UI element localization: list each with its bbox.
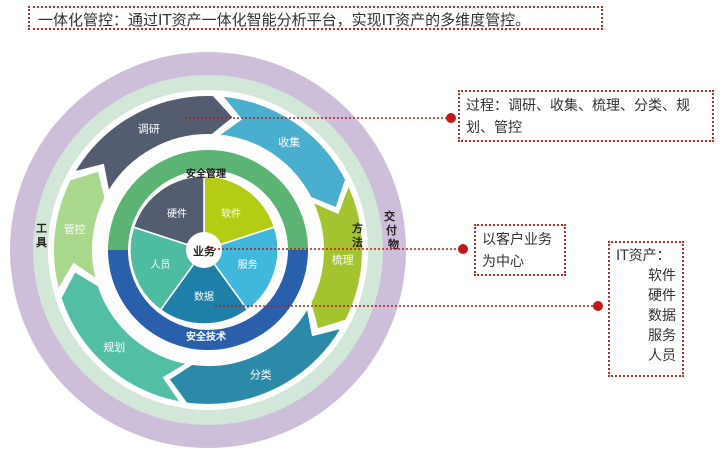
- customer-center-callout: 以客户业务为中心: [474, 224, 566, 276]
- process-step-label: 规划: [103, 340, 125, 354]
- it-assets-callout: IT资产： 软件 硬件 数据 服务 人员: [608, 241, 684, 377]
- asset-slice: [159, 248, 249, 325]
- title-callout: 一体化管控：通过IT资产一体化智能分析平台，实现IT资产的多维度管控。: [28, 6, 603, 30]
- center-circle: [186, 232, 222, 268]
- asset-item-hardware: 硬件: [648, 288, 676, 304]
- asset-item-people: 人员: [648, 348, 676, 364]
- deliverables-char1: 交: [384, 209, 395, 223]
- asset-slice-label: 服务: [238, 258, 258, 271]
- asset-slice-label: 数据: [194, 290, 214, 303]
- assets-heading: IT资产：: [616, 248, 671, 264]
- asset-item-data: 数据: [648, 308, 676, 324]
- process-step-label: 梳理: [332, 252, 354, 266]
- customer-center-text: 以客户业务为中心: [482, 232, 552, 270]
- asset-slice: [129, 226, 206, 311]
- center-label: 业务: [193, 244, 216, 258]
- asset-slice: [132, 175, 205, 252]
- tools-label-char1: 工: [36, 222, 47, 235]
- page-title: 一体化管控：通过IT资产一体化智能分析平台，实现IT资产的多维度管控。: [38, 11, 531, 29]
- process-step-label: 收集: [278, 135, 300, 149]
- security-management-band: [108, 150, 308, 250]
- asset-slice-label: 硬件: [167, 208, 187, 220]
- asset-slice-label: 软件: [221, 207, 241, 220]
- process-step-arrow: [52, 169, 107, 293]
- process-step-label: 调研: [138, 123, 160, 136]
- process-step-arrow: [167, 304, 345, 407]
- assets-connector-dot: [593, 301, 603, 311]
- deliverables-char3: 物: [388, 237, 399, 251]
- process-step-arrow: [59, 269, 191, 404]
- deliverables-char2: 付: [386, 223, 397, 237]
- asset-item-service: 服务: [648, 328, 676, 344]
- center-connector-dot: [458, 244, 468, 254]
- process-connector-dot: [446, 113, 456, 123]
- method-char2: 法: [352, 235, 363, 249]
- asset-slice-label: 人员: [150, 259, 170, 271]
- process-step-label: 管控: [64, 222, 86, 236]
- process-callout: 过程：调研、收集、梳理、分类、规划、管控: [458, 90, 714, 142]
- security-management-label: 安全管理: [186, 167, 226, 180]
- process-step-label: 分类: [250, 367, 272, 381]
- process-text: 过程：调研、收集、梳理、分类、规划、管控: [466, 98, 690, 136]
- security-technology-band: [108, 250, 308, 350]
- asset-item-software: 软件: [648, 268, 676, 284]
- tools-label-char2: 具: [36, 236, 47, 249]
- asset-slice: [203, 175, 276, 252]
- process-step-arrow: [309, 181, 364, 331]
- process-step-arrow: [71, 94, 236, 196]
- method-char1: 方: [352, 221, 363, 235]
- security-technology-label: 安全技术: [186, 330, 226, 343]
- process-step-arrow: [215, 94, 348, 210]
